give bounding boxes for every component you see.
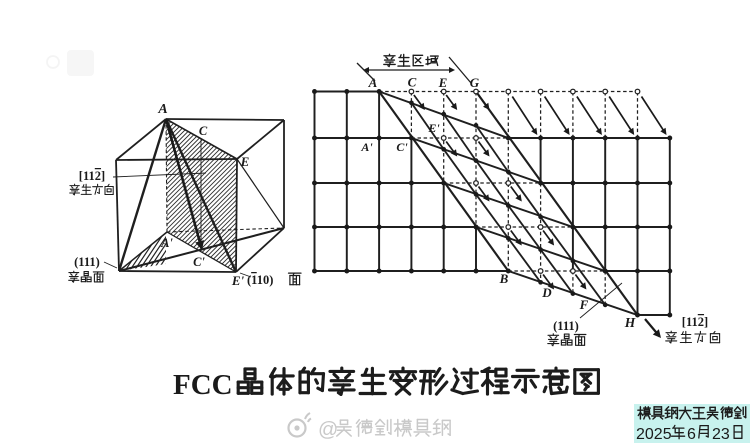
svg-text:E': E' [427,121,440,135]
svg-text:A: A [157,102,167,117]
svg-text:F: F [579,297,589,312]
svg-text:[112]: [112] [79,169,105,183]
svg-text:[112]: [112] [682,315,708,329]
svg-text:C: C [199,124,208,138]
svg-text:FCC: FCC [173,369,233,401]
svg-text:C: C [408,75,417,90]
svg-text:(110): (110) [247,273,273,287]
svg-text:E: E [240,154,250,169]
svg-text:A': A' [160,236,173,250]
svg-text:E: E [438,75,448,90]
svg-text:C': C' [193,255,205,269]
svg-text:C': C' [396,140,408,154]
svg-text:(111): (111) [74,255,100,269]
svg-text:23: 23 [712,426,730,443]
svg-text:B: B [499,271,509,286]
svg-text:H: H [624,315,636,330]
svg-text:(111): (111) [553,319,579,333]
svg-text:A: A [368,75,378,90]
svg-text:A': A' [360,140,373,154]
svg-text:2025: 2025 [636,426,672,443]
svg-text:E': E' [231,273,245,288]
svg-text:@: @ [318,419,338,441]
svg-text:6: 6 [687,426,696,443]
svg-text:D: D [541,285,552,300]
